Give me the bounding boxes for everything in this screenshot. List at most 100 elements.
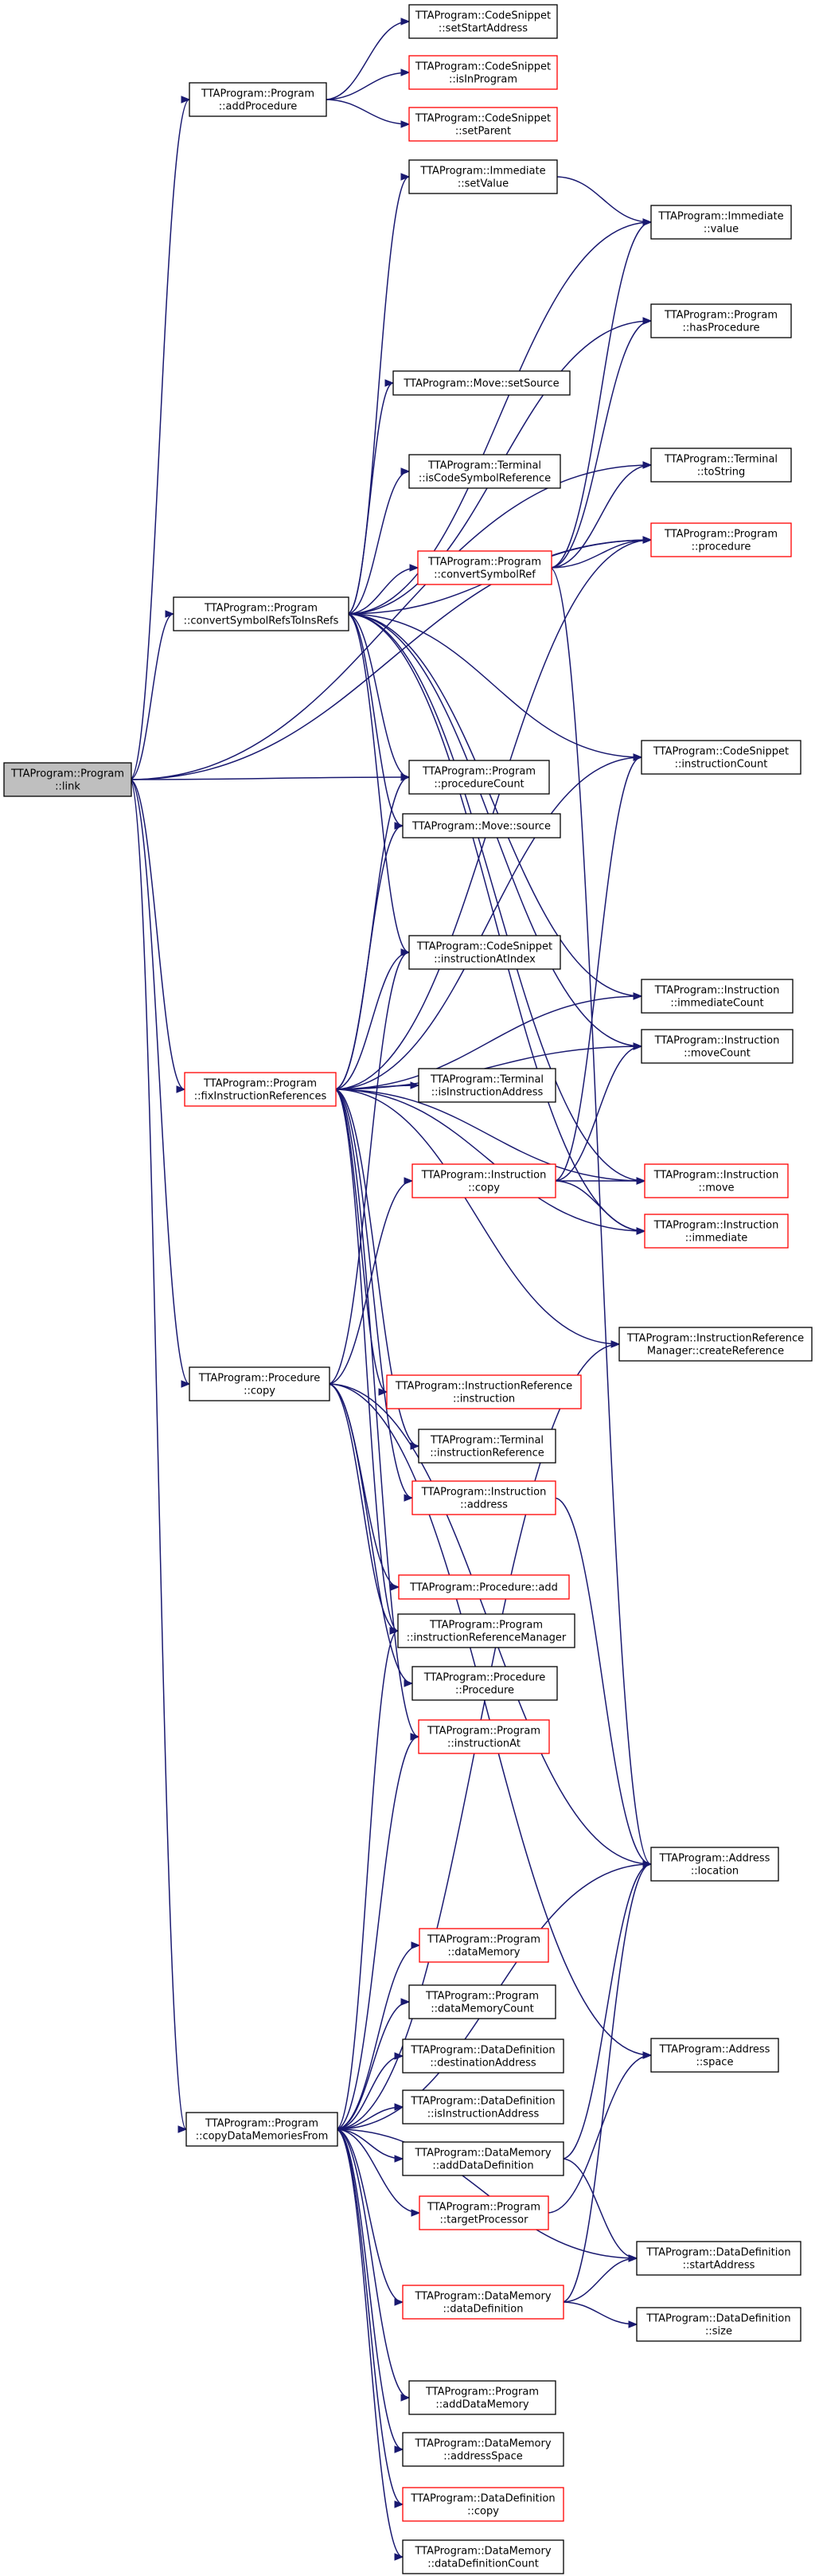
node-snippetInsCount[interactable]: TTAProgram::CodeSnippet::instructionCoun… (641, 740, 801, 775)
node-ddDestAddr[interactable]: TTAProgram::DataDefinition::destinationA… (402, 2039, 564, 2074)
node-box (636, 2241, 801, 2276)
node-label-line: TTAProgram::Procedure::add (409, 1582, 558, 1594)
arrowhead (400, 68, 411, 76)
node-moveSource[interactable]: TTAProgram::Move::source (402, 813, 561, 838)
node-createReference[interactable]: TTAProgram::InstructionReferenceManager:… (618, 1327, 813, 1362)
node-label-line: TTAProgram::CodeSnippet (415, 61, 551, 73)
node-termToString[interactable]: TTAProgram::Terminal::toString (650, 448, 792, 483)
node-box (408, 1984, 556, 2019)
node-insImmediate[interactable]: TTAProgram::Instruction::immediate (644, 1214, 789, 1249)
node-label-line: TTAProgram::Move::setSource (403, 378, 559, 390)
node-procCopy[interactable]: TTAProgram::Procedure::copy (189, 1366, 330, 1401)
node-fixRefs[interactable]: TTAProgram::Program::fixInstructionRefer… (184, 1072, 337, 1107)
arrowhead (404, 1177, 414, 1185)
node-immCount[interactable]: TTAProgram::Instruction::immediateCount (641, 979, 794, 1014)
node-convertRefs[interactable]: TTAProgram::Program::convertSymbolRefsTo… (173, 596, 349, 631)
node-procedureCount[interactable]: TTAProgram::Program::procedureCount (408, 760, 550, 795)
node-setStartAddress[interactable]: TTAProgram::CodeSnippet::setStartAddress (408, 4, 558, 39)
node-progProcedure[interactable]: TTAProgram::Program::procedure (650, 522, 792, 557)
node-convertSymbolRef[interactable]: TTAProgram::Program::convertSymbolRef (417, 550, 552, 585)
node-immSetValue[interactable]: TTAProgram::Immediate::setValue (408, 159, 558, 194)
node-insRefManager[interactable]: TTAProgram::Program::instructionReferenc… (397, 1613, 575, 1648)
node-box (408, 935, 561, 970)
arrowhead (636, 1177, 646, 1185)
node-isCodeSymbolRef[interactable]: TTAProgram::Terminal::isCodeSymbolRefere… (408, 454, 561, 489)
node-label-line: ::instructionCount (675, 759, 768, 771)
node-label-line: TTAProgram::Instruction (654, 1035, 780, 1047)
node-box (644, 1163, 789, 1198)
node-box (397, 1613, 575, 1648)
node-label-line: ::setStartAddress (439, 23, 528, 35)
node-procProcedure[interactable]: TTAProgram::Procedure::Procedure (411, 1666, 558, 1701)
node-box (650, 448, 792, 483)
node-addDataMemory[interactable]: TTAProgram::Program::addDataMemory (408, 2380, 556, 2415)
node-label-line: TTAProgram::CodeSnippet (415, 113, 551, 125)
node-label-line: ::instructionAt (447, 1738, 521, 1750)
node-hasProcedure[interactable]: TTAProgram::Program::hasProcedure (650, 303, 792, 338)
node-insMove[interactable]: TTAProgram::Instruction::move (644, 1163, 789, 1198)
node-label-line: Manager::createReference (647, 1346, 784, 1358)
node-dataMemoryCount[interactable]: TTAProgram::Program::dataMemoryCount (408, 1984, 556, 2019)
node-box (418, 1429, 556, 1464)
node-ddCopy[interactable]: TTAProgram::DataDefinition::copy (402, 2487, 564, 2522)
node-addrSpace[interactable]: TTAProgram::Address::space (650, 2038, 779, 2073)
node-ddIsInsAddr[interactable]: TTAProgram::DataDefinition::isInstructio… (402, 2089, 564, 2125)
node-setParent[interactable]: TTAProgram::CodeSnippet::setParent (408, 107, 558, 142)
node-immValue[interactable]: TTAProgram::Immediate::value (650, 205, 792, 240)
node-box (386, 1374, 582, 1409)
node-label-line: TTAProgram::Program (427, 1726, 540, 1738)
node-dataMemory[interactable]: TTAProgram::Program::dataMemory (419, 1928, 549, 1963)
node-label-line: ::value (704, 224, 739, 236)
node-link[interactable]: TTAProgram::Program::link (3, 762, 132, 797)
arrowhead (394, 2500, 404, 2508)
edge-copyDataMem-to-ddCopy (335, 2128, 404, 2508)
node-dmDataDefCount[interactable]: TTAProgram::DataMemory::dataDefinitionCo… (402, 2539, 564, 2574)
node-dmAddDataDef[interactable]: TTAProgram::DataMemory::addDataDefinitio… (402, 2141, 564, 2176)
node-isInProgram[interactable]: TTAProgram::CodeSnippet::isInProgram (408, 55, 558, 90)
node-dmDataDef[interactable]: TTAProgram::DataMemory::dataDefinition (402, 2285, 564, 2320)
node-label-line: ::location (691, 1866, 739, 1878)
node-label-line: TTAProgram::Program (201, 88, 314, 100)
node-box (408, 107, 558, 142)
node-label-line: TTAProgram::DataDefinition (645, 2313, 790, 2325)
node-label-line: TTAProgram::Instruction (653, 1220, 779, 1232)
node-moveSetSource[interactable]: TTAProgram::Move::setSource (392, 370, 571, 396)
node-dmAddressSpace[interactable]: TTAProgram::DataMemory::addressSpace (402, 2432, 564, 2467)
node-label-line: TTAProgram::Program (425, 1991, 539, 2003)
node-label-line: ::toString (697, 467, 746, 479)
node-addProcedure[interactable]: TTAProgram::Program::addProcedure (189, 82, 327, 117)
node-targetProcessor[interactable]: TTAProgram::Program::targetProcessor (419, 2195, 549, 2230)
node-insCopy[interactable]: TTAProgram::Instruction::copy (411, 1163, 556, 1198)
edge-copyDataMem-to-dataMemoryCount (335, 1998, 411, 2130)
node-irInstruction[interactable]: TTAProgram::InstructionReference::instru… (386, 1374, 582, 1409)
node-insAddress[interactable]: TTAProgram::Instruction::address (411, 1480, 556, 1515)
node-addrLocation[interactable]: TTAProgram::Address::location (650, 1847, 779, 1882)
node-label-line: ::copy (244, 1386, 275, 1397)
node-label-line: TTAProgram::DataMemory (414, 2438, 551, 2450)
edge-convertRefs-to-moveSource (346, 613, 404, 830)
node-ddSize[interactable]: TTAProgram::DataDefinition::size (636, 2307, 801, 2342)
node-isInsAddress[interactable]: TTAProgram::Terminal::isInstructionAddre… (418, 1068, 556, 1103)
node-label-line: TTAProgram::DataMemory (414, 2546, 551, 2558)
arrowhead (394, 2298, 404, 2306)
edge-copyDataMem-to-dmAddDataDef (335, 2128, 404, 2163)
node-label-line: TTAProgram::Procedure (423, 1672, 545, 1684)
node-ddStartAddr[interactable]: TTAProgram::DataDefinition::startAddress (636, 2241, 801, 2276)
arrowhead (642, 2051, 653, 2059)
edge-link-to-convertRefs (129, 610, 175, 780)
node-label-line: ::address (460, 1499, 508, 1511)
node-label-line: ::size (705, 2326, 732, 2338)
node-label-line: ::fixInstructionReferences (194, 1091, 327, 1103)
node-copyDataMem[interactable]: TTAProgram::Program::copyDataMemoriesFro… (185, 2112, 338, 2147)
node-box (650, 522, 792, 557)
edge-targetProcessor-to-addrSpace (546, 2051, 653, 2214)
node-box (618, 1327, 813, 1362)
node-label-line: ::isInProgram (449, 74, 517, 86)
node-insAtIndex[interactable]: TTAProgram::CodeSnippet::instructionAtIn… (408, 935, 561, 970)
node-box (641, 1029, 794, 1064)
node-moveCount[interactable]: TTAProgram::Instruction::moveCount (641, 1029, 794, 1064)
node-box (408, 4, 558, 39)
node-progInsAt[interactable]: TTAProgram::Program::instructionAt (418, 1719, 550, 1754)
node-termInsRef[interactable]: TTAProgram::Terminal::instructionReferen… (418, 1429, 556, 1464)
node-procAdd[interactable]: TTAProgram::Procedure::add (398, 1574, 570, 1600)
